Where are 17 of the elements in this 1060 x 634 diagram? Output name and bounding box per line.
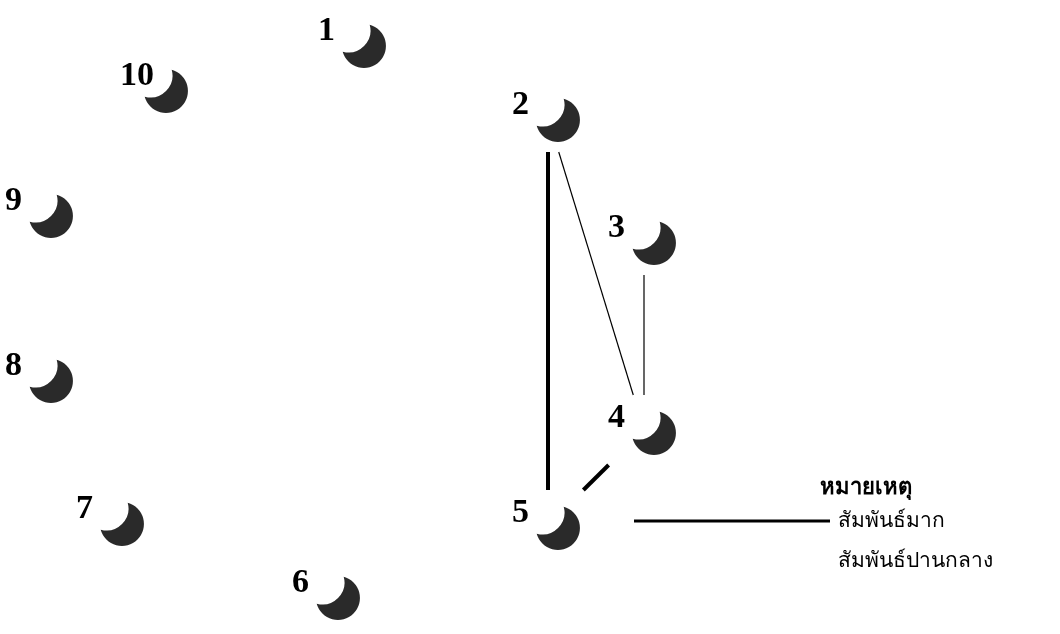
connector-line bbox=[558, 151, 634, 396]
legend-text: สัมพันธ์ปานกลาง bbox=[838, 547, 993, 574]
node-number: 6 bbox=[292, 564, 309, 598]
legend-text: สัมพันธ์มาก bbox=[838, 507, 945, 534]
node-number: 5 bbox=[512, 494, 529, 528]
node-number: 1 bbox=[318, 12, 335, 46]
node-number: 2 bbox=[512, 86, 529, 120]
node-number: 10 bbox=[120, 57, 154, 91]
connector-line bbox=[581, 463, 611, 492]
node-number: 9 bbox=[5, 182, 22, 216]
node-number: 4 bbox=[608, 399, 625, 433]
node-number: 8 bbox=[5, 347, 22, 381]
connector-line bbox=[546, 152, 550, 490]
legend-heading: หมายเหตุ bbox=[820, 473, 912, 502]
node-number: 3 bbox=[608, 209, 625, 243]
node-number: 7 bbox=[76, 490, 93, 524]
connector-line bbox=[643, 274, 645, 396]
